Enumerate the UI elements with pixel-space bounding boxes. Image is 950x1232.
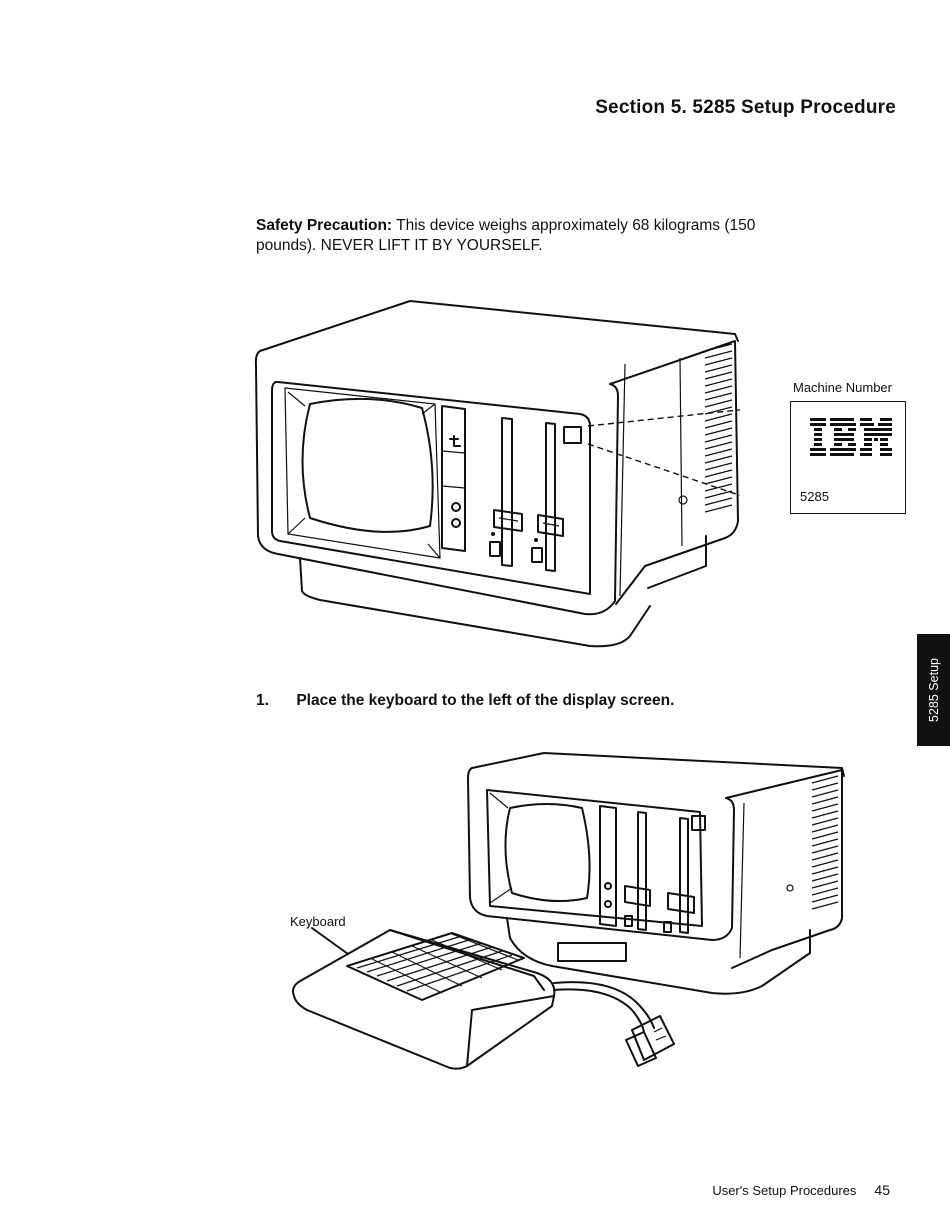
- keyboard-label: Keyboard: [290, 914, 346, 929]
- safety-label: Safety Precaution:: [256, 217, 392, 234]
- crt-screen: [505, 804, 589, 901]
- step-1-instruction: 1. Place the keyboard to the left of the…: [256, 692, 674, 710]
- footer-title: User's Setup Procedures: [712, 1183, 856, 1198]
- keyboard-placement-illustration: [282, 748, 862, 1078]
- page-footer: User's Setup Procedures 45: [712, 1182, 890, 1198]
- vent-grille: [812, 776, 838, 909]
- safety-precaution: Safety Precaution: This device weighs ap…: [256, 216, 816, 256]
- section-tab: 5285 Setup: [917, 634, 950, 746]
- section-tab-label: 5285 Setup: [927, 658, 941, 722]
- ibm-logo: [810, 418, 892, 456]
- keyboard: [293, 930, 554, 1069]
- step-text: Place the keyboard to the left of the di…: [296, 692, 674, 709]
- crt-screen: [303, 399, 433, 532]
- display-station-illustration: [250, 296, 740, 656]
- page-title: Section 5. 5285 Setup Procedure: [595, 97, 896, 119]
- step-number: 1.: [256, 692, 292, 710]
- model-number: 5285: [800, 489, 829, 504]
- page-number: 45: [874, 1182, 890, 1198]
- machine-number-label: Machine Number: [793, 380, 892, 395]
- vent-grille: [705, 344, 732, 512]
